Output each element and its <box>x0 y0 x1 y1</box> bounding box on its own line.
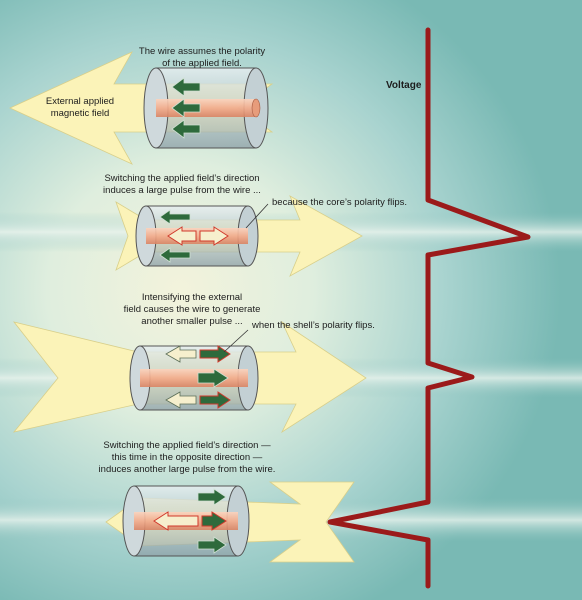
step3-note: when the shell’s polarity flips. <box>252 320 375 331</box>
pointer-line <box>223 329 249 353</box>
step4-caption: Switching the applied field’s direction … <box>98 440 276 475</box>
wire-cylinder-1 <box>143 67 269 149</box>
step2-note: because the core’s polarity flips. <box>272 197 408 208</box>
magnetization-arrows-4 <box>153 488 227 554</box>
pointer-line <box>245 203 269 229</box>
magnetization-arrows-1 <box>171 77 201 139</box>
voltage-trace <box>327 27 531 589</box>
magnetization-arrows-3 <box>165 345 231 409</box>
magnetization-arrows-2 <box>159 209 229 263</box>
step1-caption: The wire assumes the polarity of the app… <box>138 46 266 69</box>
step3-caption: Intensifying the external field causes t… <box>123 292 261 327</box>
wire-cylinder-2 <box>135 205 259 267</box>
external-field-label: External applied magnetic field <box>45 96 115 119</box>
voltage-label: Voltage <box>386 80 422 91</box>
step2-caption: Switching the applied field’s direction … <box>103 173 261 196</box>
